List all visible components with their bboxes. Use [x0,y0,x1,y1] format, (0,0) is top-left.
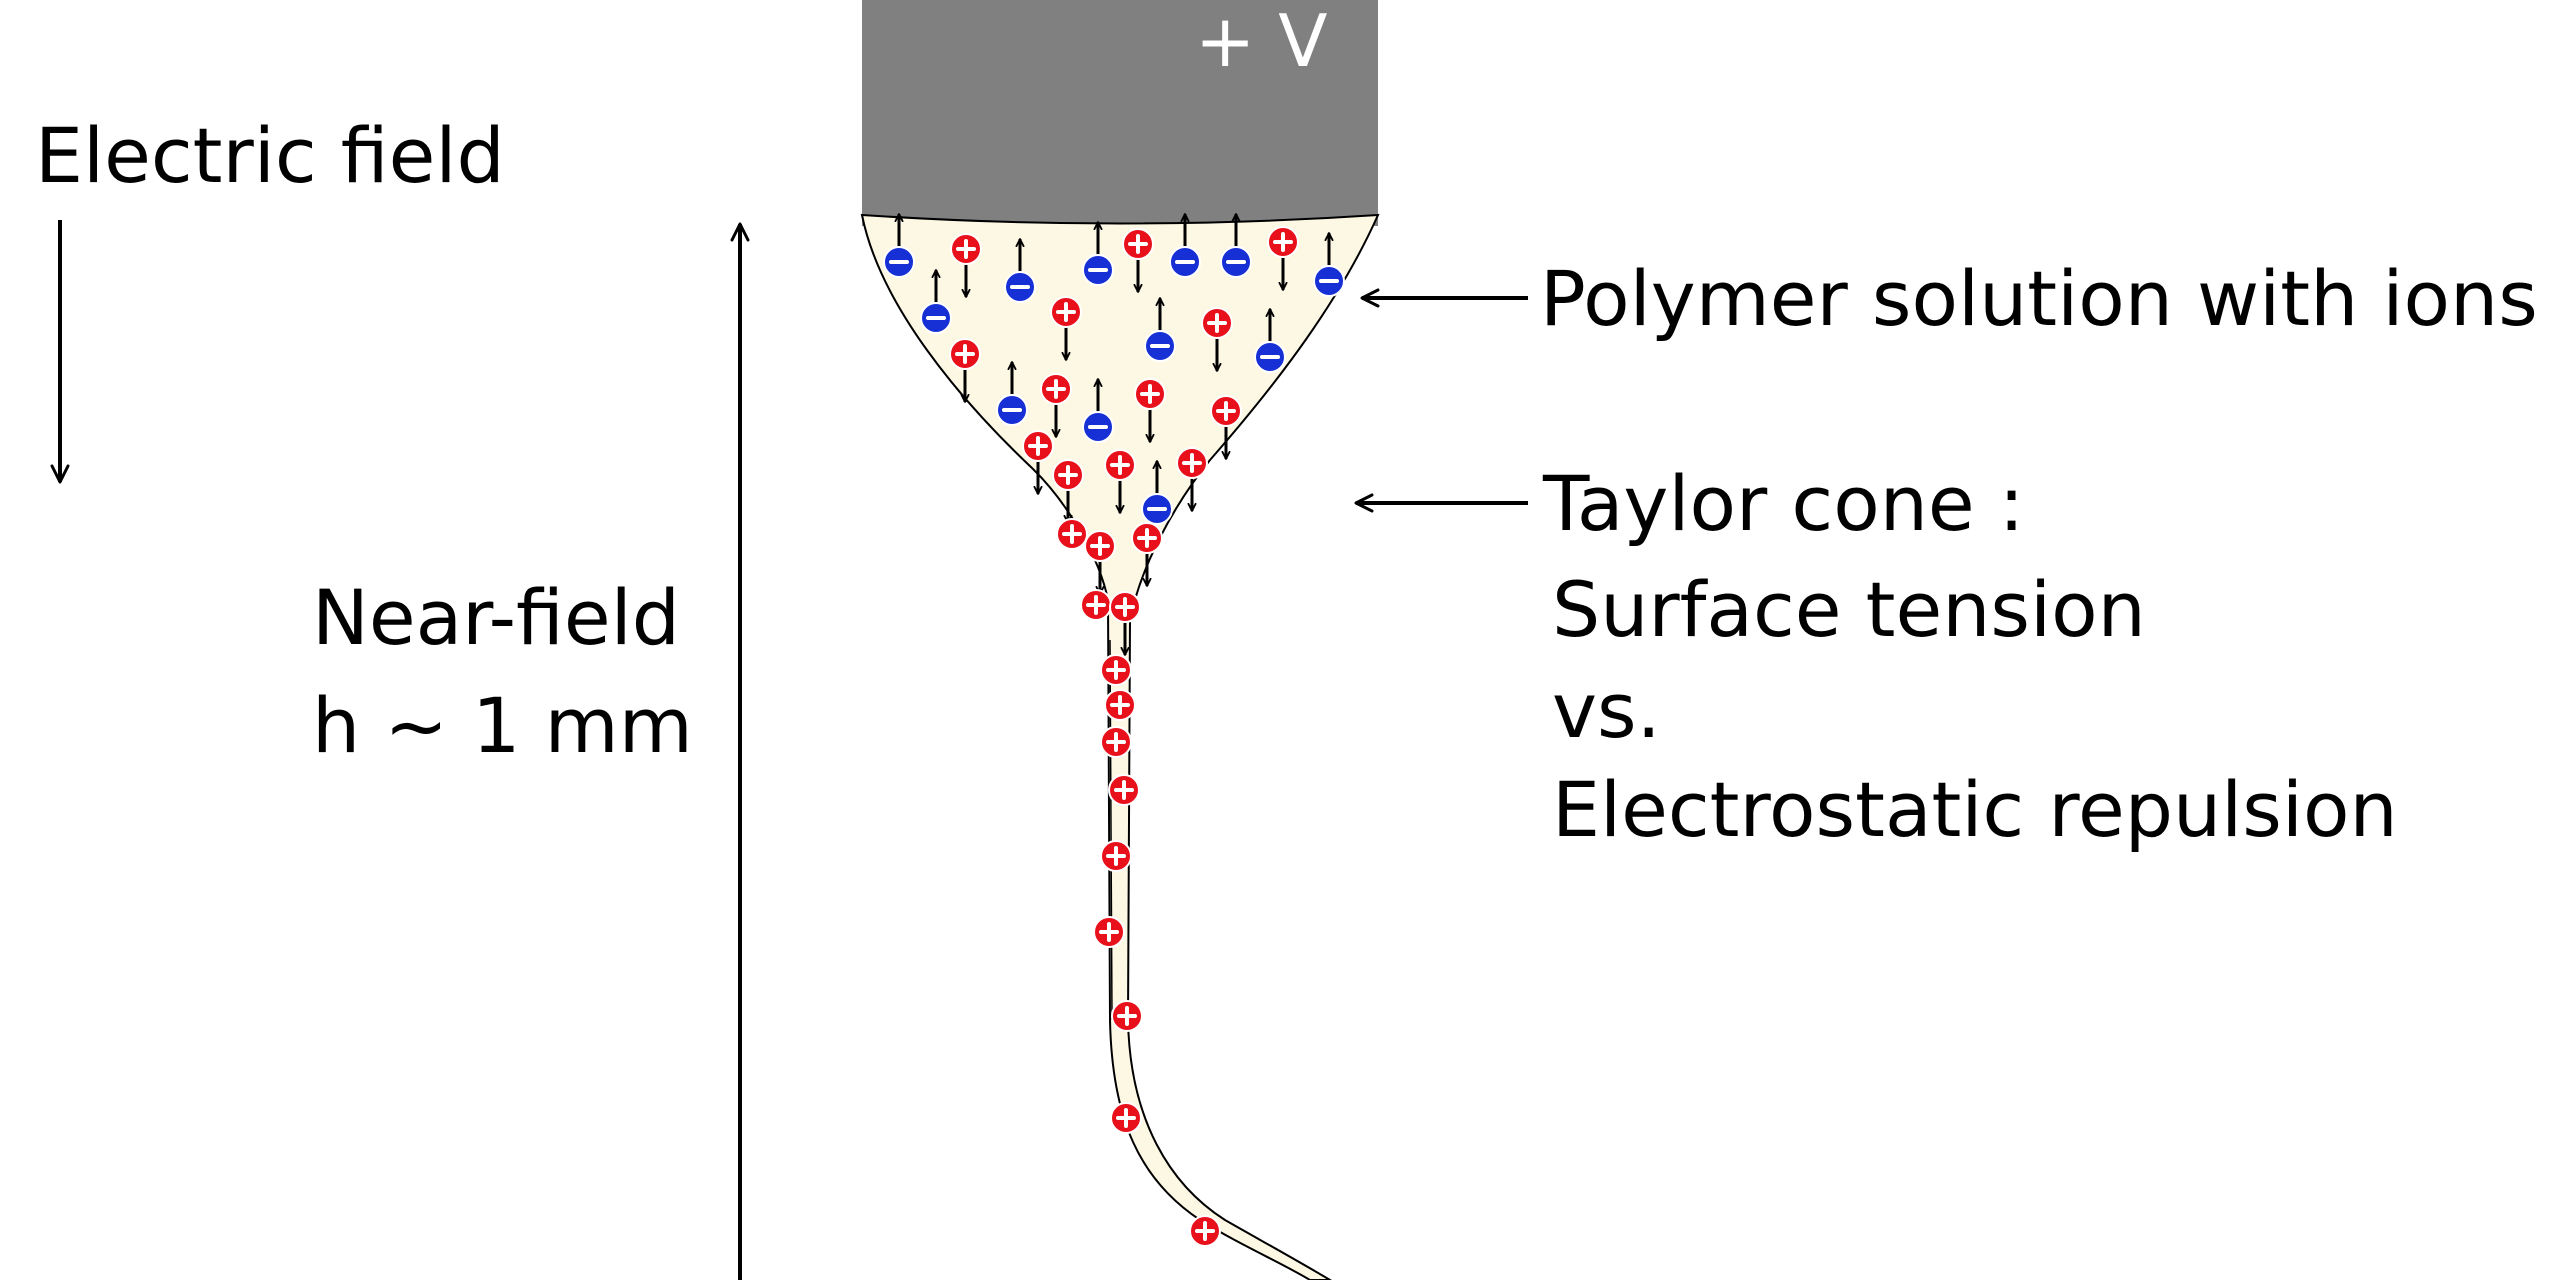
positive-ion [1131,522,1163,587]
plus-sign [1273,232,1293,252]
positive-ion [1052,459,1084,524]
electrode [862,0,1378,226]
versus-label: vs. [1552,666,1661,755]
plus-sign [1207,313,1227,333]
plus-sign [1056,302,1076,322]
plus-sign [1028,436,1048,456]
plus-sign [1106,846,1126,866]
plus-sign [1195,1221,1215,1241]
plus-sign [1110,455,1130,475]
plus-sign [1106,660,1126,680]
plus-sign [1046,379,1066,399]
plus-sign [1116,1108,1136,1128]
positive-ion [1093,916,1125,948]
positive-ion [1040,373,1072,438]
positive-ion [1109,591,1141,656]
negative-ion [1141,460,1173,525]
positive-ion [1050,296,1082,361]
plus-sign [1062,524,1082,544]
positive-ion [1210,395,1242,460]
positive-ion [1056,518,1088,550]
electrostatic-repulsion-label: Electrostatic repulsion [1552,765,2398,854]
negative-ion [1254,308,1286,373]
negative-ion [1220,213,1252,278]
negative-ion [1169,213,1201,278]
positive-ion [1189,1215,1221,1247]
negative-ion [1313,232,1345,297]
plus-sign [1106,732,1126,752]
positive-ion [949,338,981,403]
positive-ion [1122,228,1154,293]
near-field-label: Near-field [312,573,680,662]
polymer-solution-label: Polymer solution with ions [1540,254,2538,343]
electric-field-label: Electric field [35,111,505,200]
positive-ion [1084,530,1116,595]
plus-sign [1090,536,1110,556]
negative-ion [996,361,1028,426]
positive-ion [1134,378,1166,443]
plus-sign [1086,595,1106,615]
positive-ion [1104,689,1136,721]
negative-ion [883,213,915,278]
plus-sign [956,239,976,259]
negative-ion [1082,221,1114,286]
plus-sign [1140,384,1160,404]
positive-ion [1176,447,1208,512]
plus-sign [1117,1006,1137,1026]
plus-sign [955,344,975,364]
plus-sign [1099,922,1119,942]
positive-ion [1104,449,1136,514]
plus-sign [1216,401,1236,421]
positive-ion [1100,726,1132,758]
positive-ion [1080,589,1112,621]
negative-ion [920,269,952,334]
plus-sign [1058,465,1078,485]
positive-ion [1110,1102,1142,1134]
negative-ion [1004,238,1036,303]
positive-ion [1100,840,1132,872]
plus-sign [1115,597,1135,617]
plus-sign [1128,234,1148,254]
positive-ion [1100,654,1132,686]
plus-sign [1110,695,1130,715]
plus-sign [1114,780,1134,800]
positive-ion [1111,1000,1143,1032]
plus-sign [1182,453,1202,473]
negative-ion [1144,297,1176,362]
height-label: h ~ 1 mm [312,681,693,770]
positive-ion [1108,774,1140,806]
voltage-label: + V [1195,0,1327,83]
positive-ion [1022,430,1054,495]
ions-layer [883,213,1345,1247]
plus-sign [1137,528,1157,548]
positive-ion [1267,226,1299,291]
negative-ion [1082,378,1114,443]
surface-tension-label: Surface tension [1552,565,2146,654]
positive-ion [950,233,982,298]
positive-ion [1201,307,1233,372]
taylor-cone-label: Taylor cone : [1542,459,2024,548]
